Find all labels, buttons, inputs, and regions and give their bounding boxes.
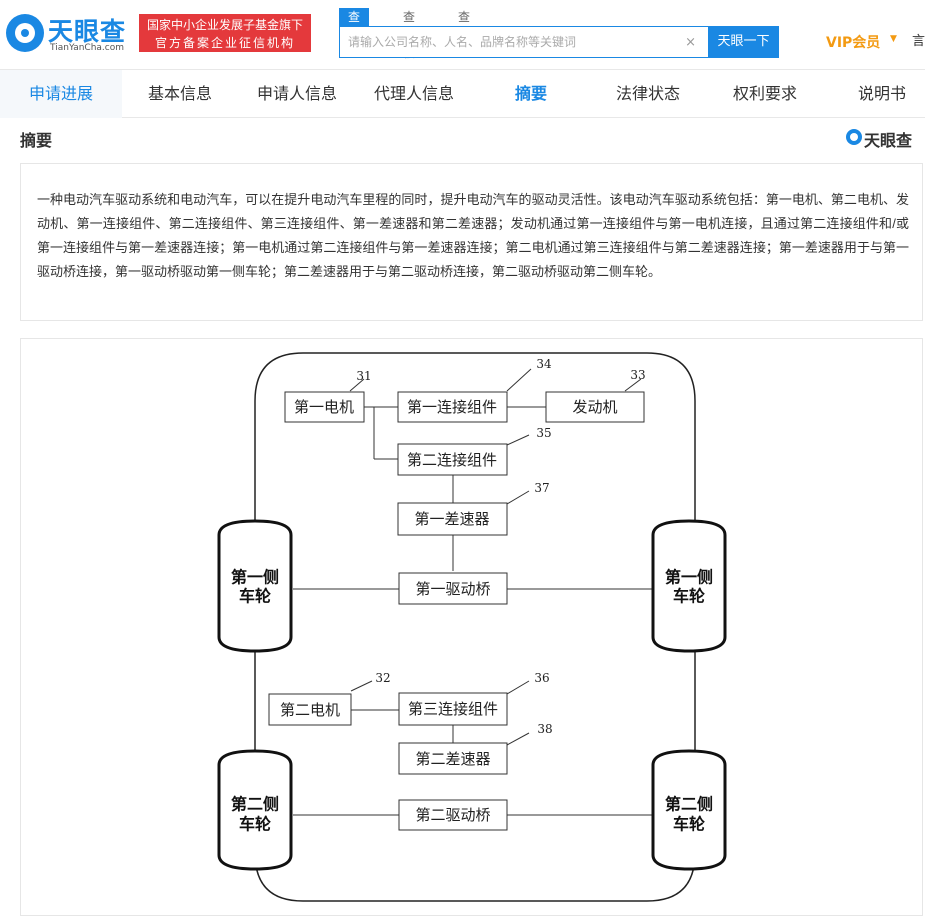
watermark-text: 天眼查 [864,131,913,150]
logo-name: 天眼查 [48,17,127,46]
badge-line-2: 官方备案企业征信机构 [154,36,295,50]
wheel-first-right-line2: 车轮 [673,587,705,606]
wheel-first-left-line2: 车轮 [239,587,271,606]
logo-domain: TianYanCha.com [50,43,125,53]
label-third-connector: 第三连接组件 [408,700,498,718]
header-cut-text[interactable]: 言 [912,34,925,49]
logo-eye-icon [6,14,44,52]
chassis-frame-lower [254,839,696,902]
wheel-first-right-line1: 第一侧 [665,568,713,587]
abstract-panel: 一种电动汽车驱动系统和电动汽车，可以在提升电动汽车里程的同时，提升电动汽车的驱动… [20,163,923,321]
box-third-connector [398,692,508,726]
box-first-axle [398,572,508,605]
ref-32: 32 [375,671,390,685]
official-badge: 国家中小企业发展子基金旗下 官方备案企业征信机构 [139,14,311,52]
tab-description[interactable]: 说明书 [857,84,906,103]
label-first-diff: 第一差速器 [414,510,489,528]
tab-basic-info[interactable]: 基本信息 [147,84,212,103]
ref-36: 36 [534,671,549,685]
clear-icon[interactable]: × [685,35,696,50]
badge-line-1: 国家中小企业发展子基金旗下 [146,18,303,32]
chassis-frame [254,352,696,521]
drive-system-diagram: 第一电机 第一连接组件 发动机 第二连接组件 第一差速器 第一驱动桥 第二电机 … [217,352,727,902]
label-engine: 发动机 [572,398,617,416]
ref-31: 31 [356,369,371,383]
label-first-motor: 第一电机 [294,398,354,416]
tab-applicant-info[interactable]: 申请人信息 [256,84,337,103]
box-second-axle [398,799,508,831]
wheel-second-right [651,749,727,871]
ref-35: 35 [536,426,551,440]
search-input[interactable] [348,33,678,51]
box-second-connector [397,443,508,476]
ref-37: 37 [534,481,549,495]
wheel-second-left-line2: 车轮 [239,815,271,834]
box-engine [545,391,645,423]
patent-section-tabs: 申请进展 基本信息 申请人信息 代理人信息 摘要 法律状态 权利要求 说明书 [0,70,925,118]
watermark-eye-icon [846,129,862,145]
tab-application-progress[interactable]: 申请进展 [0,70,122,118]
label-first-axle: 第一驱动桥 [415,580,490,598]
section-title: 摘要 [20,131,53,150]
tab-abstract[interactable]: 摘要 [514,84,547,103]
wheel-first-left-line1: 第一侧 [231,568,279,587]
label-second-diff: 第二差速器 [415,750,490,768]
ref-34: 34 [536,357,552,371]
search-button[interactable]: 天眼一下 [708,26,779,58]
tab-legal-status[interactable]: 法律状态 [615,84,680,103]
box-first-connector [397,391,508,423]
label-second-motor: 第二电机 [280,701,340,719]
label-second-axle: 第二驱动桥 [415,806,490,824]
site-logo[interactable]: 天眼查 TianYanCha.com [6,12,132,56]
tab-claims[interactable]: 权利要求 [732,84,797,103]
abstract-text: 一种电动汽车驱动系统和电动汽车，可以在提升电动汽车里程的同时，提升电动汽车的驱动… [37,192,909,279]
search-tab-relation[interactable]: 查关系 [458,10,471,60]
wheel-second-left [217,749,293,871]
box-first-motor [284,391,365,423]
search-tab-boss[interactable]: 查老板 [403,10,416,60]
wheel-second-left-line1: 第二侧 [231,795,279,814]
label-second-connector: 第二连接组件 [407,451,497,469]
wheel-first-left [217,519,293,653]
tab-agent-info[interactable]: 代理人信息 [373,84,454,103]
box-second-diff [398,742,508,775]
box-second-motor [268,693,352,726]
caret-down-icon[interactable]: ▼ [890,34,897,44]
wheel-first-right [651,519,727,653]
wheel-second-right-line1: 第二侧 [665,795,713,814]
ref-38: 38 [537,722,552,736]
abstract-figure: 第一电机 第一连接组件 发动机 第二连接组件 第一差速器 第一驱动桥 第二电机 … [20,338,923,916]
box-first-diff [397,502,508,536]
wheel-second-right-line2: 车轮 [673,815,705,834]
search-box: × [339,26,709,58]
label-first-connector: 第一连接组件 [407,398,497,416]
search-tab-company[interactable]: 查公司 [339,8,370,60]
top-header: 天眼查 TianYanCha.com 国家中小企业发展子基金旗下 官方备案企业征… [0,0,925,70]
vip-member-link[interactable]: VIP会员 [826,35,881,51]
ref-33: 33 [630,368,645,382]
